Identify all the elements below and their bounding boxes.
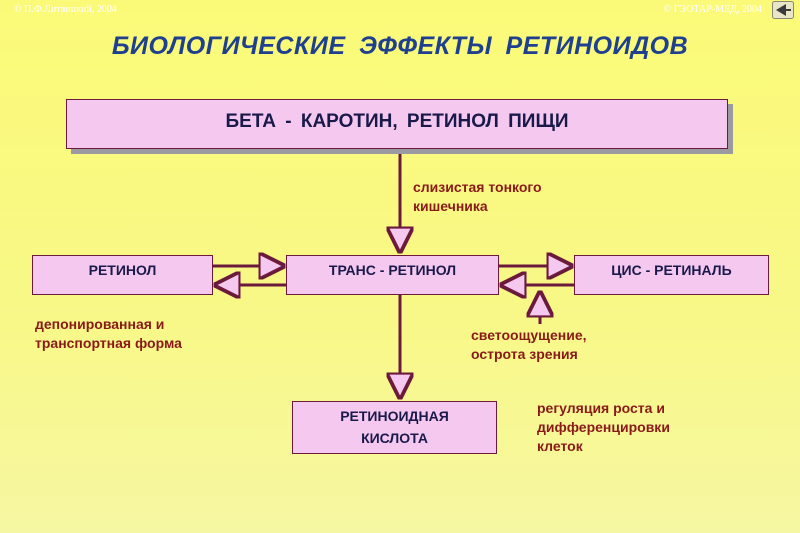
retinol-box: РЕТИНОЛ: [32, 255, 213, 295]
copyright-left: © П.Ф.Литвицкий, 2004: [14, 4, 117, 15]
note-mucosa: слизистая тонкого кишечника: [413, 179, 542, 214]
retinoic-acid-box: РЕТИНОИДНАЯ КИСЛОТА: [292, 401, 497, 454]
nav-arrow-icon[interactable]: [772, 1, 794, 19]
trans-retinol-box: ТРАНС - РЕТИНОЛ: [286, 255, 499, 295]
note-vision: светоощущение, острота зрения: [471, 327, 587, 362]
note-depot: депонированная и транспортная форма: [35, 316, 182, 351]
copyright-right: © ГЭОТАР-МЕД, 2004: [663, 4, 762, 15]
source-box: БЕТА - КАРОТИН, РЕТИНОЛ ПИЩИ: [66, 99, 728, 149]
cis-retinal-box: ЦИС - РЕТИНАЛЬ: [574, 255, 769, 295]
note-growth: регуляция роста и дифференцировки клеток: [537, 400, 670, 454]
slide-title: БИОЛОГИЧЕСКИЕ ЭФФЕКТЫ РЕТИНОИДОВ: [111, 32, 689, 60]
